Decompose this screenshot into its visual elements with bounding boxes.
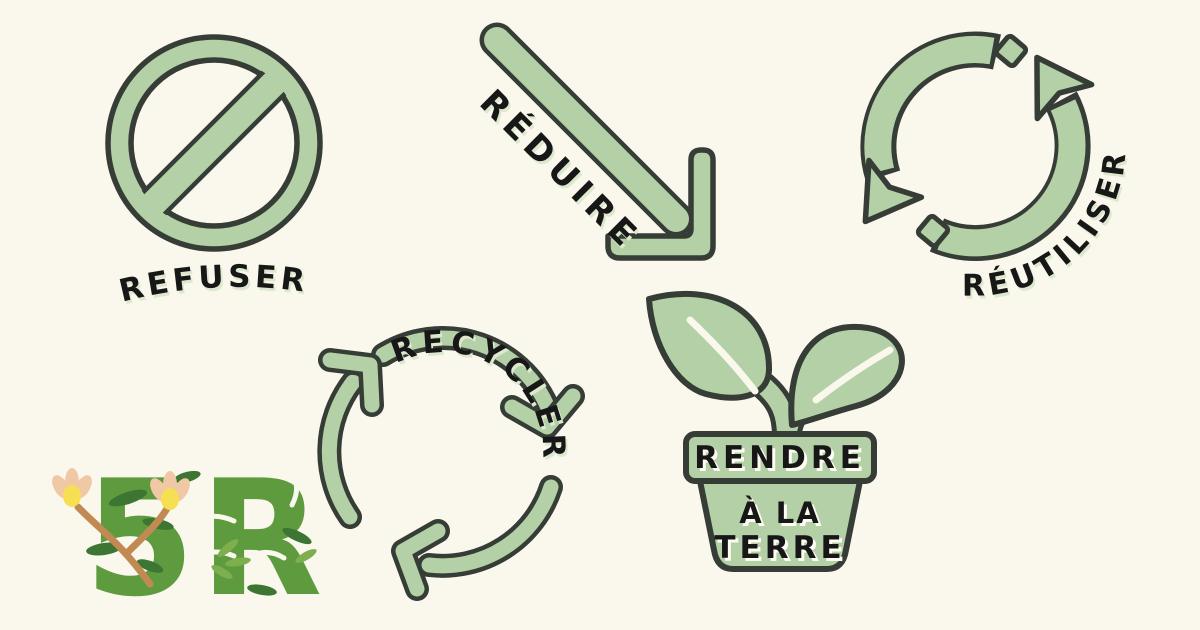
logo-leaves bbox=[86, 470, 317, 596]
logo-letters: 5R bbox=[84, 445, 327, 630]
logo-flower-right bbox=[150, 471, 190, 510]
prohibition-ring-cover bbox=[111, 40, 317, 246]
plant-leaf-left-vein bbox=[686, 316, 759, 395]
prohibition-icon bbox=[105, 34, 323, 252]
pot-rim bbox=[683, 431, 877, 484]
reuse-arrowhead-down bbox=[862, 157, 925, 225]
logo-bamboo-lines bbox=[193, 473, 300, 561]
plant-leaf-right-vein bbox=[812, 346, 894, 404]
reuse-dot-bottom bbox=[915, 213, 951, 249]
pot-labels: RENDRE À LA TERRE bbox=[694, 440, 866, 566]
rendre-label: RENDRE bbox=[694, 440, 866, 476]
reduce-arrow-icon bbox=[479, 22, 716, 261]
logo-flower-left bbox=[52, 468, 92, 507]
reuse-arc-left bbox=[864, 35, 995, 175]
recycle-arc-left bbox=[321, 374, 361, 525]
recycle-arc-top bbox=[375, 330, 558, 421]
arrow-shaft bbox=[484, 27, 689, 232]
prohibition-slash bbox=[135, 64, 293, 222]
reuse-cycle-icon bbox=[860, 31, 1095, 262]
logo-vine bbox=[74, 503, 172, 588]
logo-5r: 5R bbox=[52, 445, 327, 630]
recycle-chevron-topleft-fill bbox=[322, 352, 380, 413]
plant-pot-icon: RENDRE À LA TERRE bbox=[646, 290, 905, 572]
recycle-chevron-bottom-fill bbox=[395, 523, 446, 597]
recycle-arc-right bbox=[421, 479, 559, 574]
reuse-arrowhead-up bbox=[1034, 54, 1095, 122]
recycle-cycle-icon bbox=[317, 326, 585, 601]
reuse-arc-right bbox=[937, 99, 1086, 257]
terre-label: TERRE bbox=[714, 530, 845, 566]
reuse-dot-top bbox=[993, 33, 1029, 69]
recycle-chevron-right-fill bbox=[504, 388, 581, 435]
a-la-label: À LA bbox=[739, 496, 820, 530]
pot-body bbox=[697, 478, 863, 572]
arrowhead-corner bbox=[605, 147, 716, 261]
